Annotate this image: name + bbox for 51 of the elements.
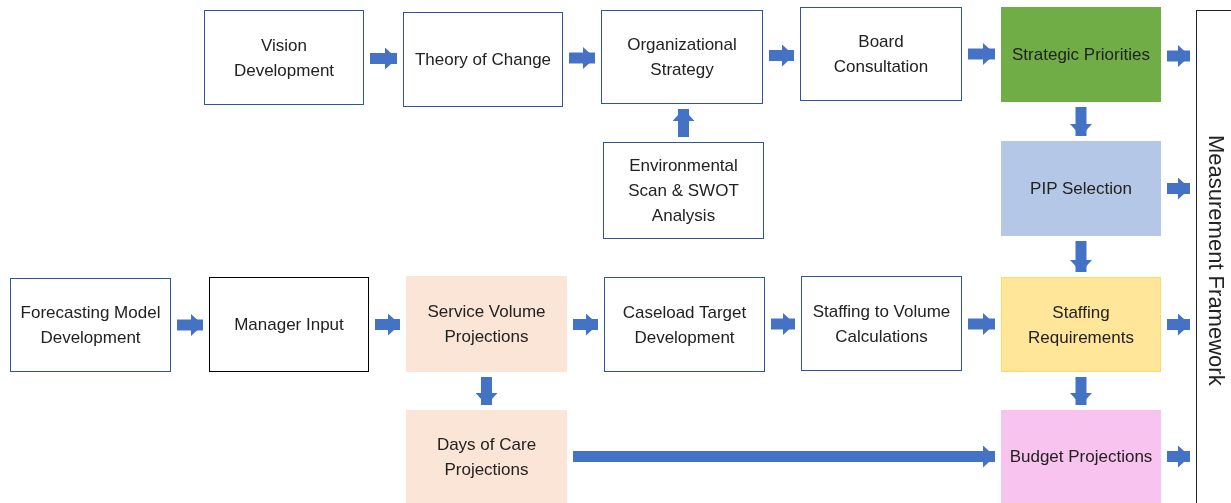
arrow <box>375 313 400 336</box>
process-box <box>800 7 962 101</box>
arrow <box>475 377 498 405</box>
arrow <box>1167 45 1190 67</box>
arrow <box>177 314 203 336</box>
process-box <box>204 10 364 105</box>
box-label: Budget Projections <box>1008 446 1154 468</box>
framework-bar <box>1196 10 1231 503</box>
process-box <box>601 10 763 104</box>
box-label: Board Consultation <box>832 31 930 78</box>
arrow <box>672 109 695 137</box>
process-box <box>209 277 369 372</box>
box-label: Strategic Priorities <box>1011 44 1151 66</box>
box-label: Environmental Scan & SWOT Analysis <box>627 155 740 227</box>
box-label: Theory of Change <box>413 49 553 71</box>
box-label: Staffing to Volume Calculations <box>811 300 952 348</box>
process-box <box>1001 277 1161 372</box>
arrow <box>771 313 795 335</box>
box-label: Staffing Requirements <box>1027 301 1135 349</box>
process-box <box>1001 141 1161 236</box>
arrow <box>1070 241 1092 272</box>
process-box <box>1001 410 1161 503</box>
arrow <box>1070 377 1092 405</box>
arrow <box>569 47 595 69</box>
box-label: Vision Development <box>232 34 336 82</box>
process-box <box>604 277 765 372</box>
arrow <box>573 445 995 468</box>
arrow <box>1167 445 1190 468</box>
arrow <box>769 44 794 67</box>
box-label: Service Volume Projections <box>426 301 547 348</box>
arrow <box>1167 177 1190 200</box>
box-label: Organizational Strategy <box>626 34 738 81</box>
box-label: Caseload Target Development <box>621 301 748 349</box>
arrow <box>968 313 995 335</box>
box-label: Forecasting Model Development <box>19 302 162 349</box>
process-box <box>1001 7 1161 102</box>
process-box <box>406 276 567 372</box>
process-box <box>801 276 962 371</box>
box-label: PIP Selection <box>1029 178 1133 200</box>
arrow <box>370 47 397 70</box>
box-label: Days of Care Projections <box>435 433 538 481</box>
process-box <box>406 410 567 503</box>
process-box <box>10 278 171 372</box>
process-box <box>403 12 563 107</box>
arrow <box>968 43 995 65</box>
arrow <box>1167 313 1190 336</box>
box-label: Manager Input <box>233 314 345 336</box>
arrow <box>1070 107 1092 136</box>
arrow <box>573 313 598 336</box>
box-label: Measurement Framework <box>1203 134 1230 386</box>
process-box <box>603 142 764 239</box>
